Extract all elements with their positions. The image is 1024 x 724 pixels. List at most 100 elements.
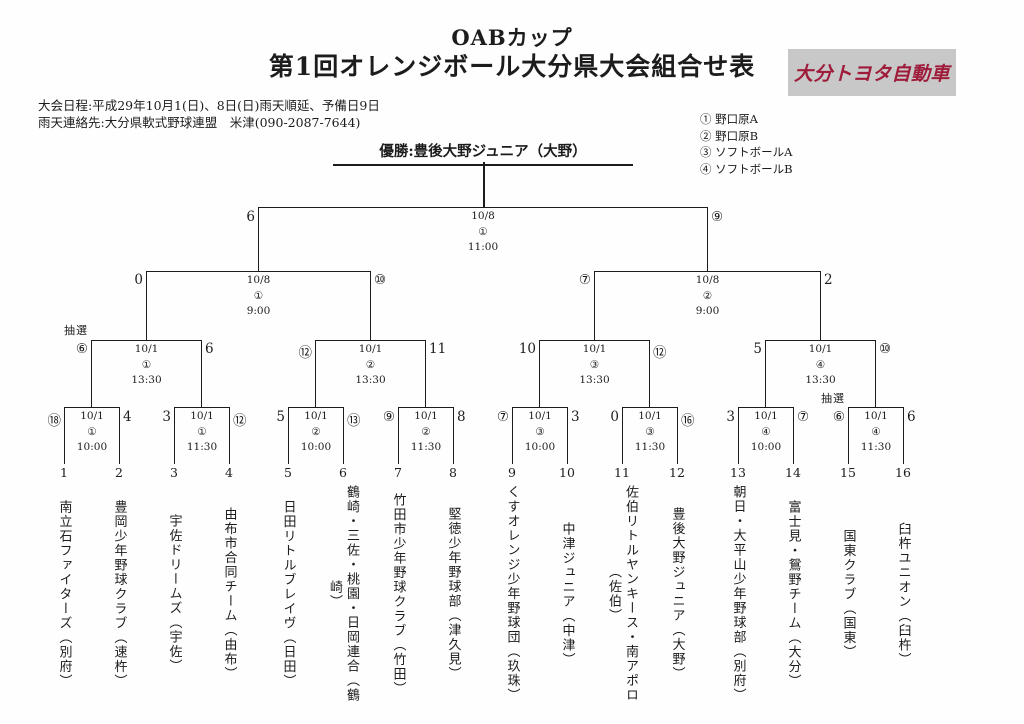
round1-match-6-score-right: ⑯ <box>681 413 695 429</box>
match-date: 10/1 <box>638 410 662 422</box>
match-date: 10/1 <box>754 410 778 422</box>
champion-connector-line <box>483 162 485 207</box>
semifinal-1-score-right: ⑩ <box>374 272 387 288</box>
match-time: 13:30 <box>131 374 162 386</box>
round1-match-8-box: 10/1 ④ 11:30 <box>848 407 904 464</box>
team-name: 朝日・大平山少年野球部（別府） <box>730 485 746 703</box>
round1-match-8-score-left: ⑥ <box>832 409 845 425</box>
page-subtitle: 第1回オレンジボール大分県大会組合せ表 <box>268 52 756 81</box>
team-name: 臼杵ユニオン（臼杵） <box>895 521 911 667</box>
match-venue: ③ <box>589 358 600 371</box>
quarterfinal-3-score-left: 10 <box>518 341 536 357</box>
team-name: 竹田市少年野球クラブ（竹田） <box>390 492 406 696</box>
match-time: 13:30 <box>355 374 386 386</box>
semifinal-2-bracket: 10/8 ② 9:00 <box>594 271 821 340</box>
quarterfinal-1-bracket: 10/1 ① 13:30 <box>91 340 202 407</box>
match-time: 13:30 <box>805 374 836 386</box>
match-venue: ① <box>478 225 488 238</box>
round1-match-4-box: 10/1 ② 11:30 <box>398 407 454 464</box>
match-venue: ② <box>365 358 376 371</box>
match-venue: ③ <box>645 425 655 438</box>
match-date: 10/8 <box>471 210 495 222</box>
lottery-note: 抽選 <box>64 324 88 337</box>
venue-legend-item: ④ ソフトボールB <box>700 161 793 176</box>
match-time: 9:00 <box>695 305 720 317</box>
event-schedule: 大会日程:平成29年10月1(日)、8日(日)雨天順延、予備日9日 <box>38 98 380 113</box>
semifinal-2-info: 10/8 ② 9:00 <box>575 273 840 320</box>
team-name: 佐伯リトルヤンキース・南アポロ（佐伯） <box>606 485 638 703</box>
quarterfinal-2-bracket: 10/1 ② 13:30 <box>315 340 426 407</box>
match-venue: ① <box>141 358 152 371</box>
round1-match-6-box: 10/1 ③ 11:30 <box>622 407 678 464</box>
round1-match-4-info: 10/1 ② 11:30 <box>379 409 473 456</box>
round1-match-4-score-right: 8 <box>457 409 466 425</box>
match-time: 13:30 <box>579 374 610 386</box>
team-entry-9: 9 くすオレンジ少年野球団（玖珠） <box>490 466 534 709</box>
round1-match-3-box: 10/1 ② 10:00 <box>288 407 344 464</box>
team-number: 2 <box>115 465 123 480</box>
team-number: 14 <box>785 465 801 480</box>
round1-match-2-info: 10/1 ① 11:30 <box>155 409 249 456</box>
semifinal-2-score-left: ⑦ <box>578 272 591 288</box>
page-title: OABカップ <box>451 25 573 50</box>
match-time: 9:00 <box>246 305 271 317</box>
round1-match-2-score-right: ⑫ <box>233 413 247 429</box>
round1-match-7-box: 10/1 ④ 10:00 <box>738 407 794 464</box>
round1-match-3-info: 10/1 ② 10:00 <box>269 409 363 456</box>
team-name: 豊岡少年野球クラブ（速杵） <box>111 499 127 689</box>
round1-match-8-score-right: 6 <box>907 409 916 425</box>
match-time: 11:30 <box>634 441 666 453</box>
team-number: 5 <box>284 465 292 480</box>
match-time: 11:00 <box>467 241 499 253</box>
team-name: くすオレンジ少年野球団（玖珠） <box>504 485 520 703</box>
round1-match-5-info: 10/1 ③ 10:00 <box>493 409 587 456</box>
round1-match-2-score-left: 3 <box>162 409 171 425</box>
match-venue: ④ <box>871 425 881 438</box>
rain-contact: 雨天連絡先:大分県軟式野球連盟 米津(090-2087-7644) <box>38 115 361 130</box>
quarterfinal-4-score-left: 5 <box>753 341 762 357</box>
team-name: 由布市合同チーム（由布） <box>221 507 237 681</box>
team-number: 3 <box>170 465 178 480</box>
match-date: 10/1 <box>528 410 552 422</box>
round1-match-3-score-left: 5 <box>276 409 285 425</box>
round1-match-1-box: 10/1 ① 10:00 <box>64 407 120 464</box>
team-number: 6 <box>339 465 347 480</box>
round1-match-7-score-right: ⑦ <box>797 409 810 425</box>
match-venue: ④ <box>815 358 826 371</box>
team-number: 15 <box>840 465 856 480</box>
team-number: 9 <box>508 465 516 480</box>
round1-match-2-box: 10/1 ① 11:30 <box>174 407 230 464</box>
match-date: 10/1 <box>864 410 888 422</box>
team-number: 12 <box>669 465 685 480</box>
team-number: 4 <box>225 465 233 480</box>
final-score-right: ⑨ <box>711 209 724 225</box>
round1-match-8-info: 10/1 ④ 11:30 <box>829 409 923 456</box>
team-entry-4: 4 由布市合同チーム（由布） <box>207 466 251 709</box>
match-date: 10/8 <box>246 274 271 286</box>
round1-match-7-score-left: 3 <box>726 409 735 425</box>
quarterfinal-4-score-right: ⑩ <box>879 341 892 357</box>
event-meta: 大会日程:平成29年10月1(日)、8日(日)雨天順延、予備日9日 雨天連絡先:… <box>38 97 380 131</box>
match-venue: ② <box>702 289 713 302</box>
match-time: 10:00 <box>524 441 556 453</box>
round1-match-6-info: 10/1 ③ 11:30 <box>603 409 697 456</box>
team-number: 16 <box>895 465 911 480</box>
round1-match-4-score-left: ⑨ <box>382 409 395 425</box>
round1-match-3-score-right: ⑬ <box>347 413 361 429</box>
round1-match-1-score-left: ⑱ <box>47 413 62 429</box>
match-date: 10/1 <box>414 410 438 422</box>
match-date: 10/1 <box>134 343 159 355</box>
match-time: 10:00 <box>300 441 332 453</box>
team-name: 堅徳少年野球部（津久見） <box>445 507 461 681</box>
quarterfinal-1-score-left: ⑥ <box>75 341 88 357</box>
quarterfinal-1-score-right: 6 <box>205 341 214 357</box>
quarterfinal-3-info: 10/1 ③ 13:30 <box>520 342 669 389</box>
